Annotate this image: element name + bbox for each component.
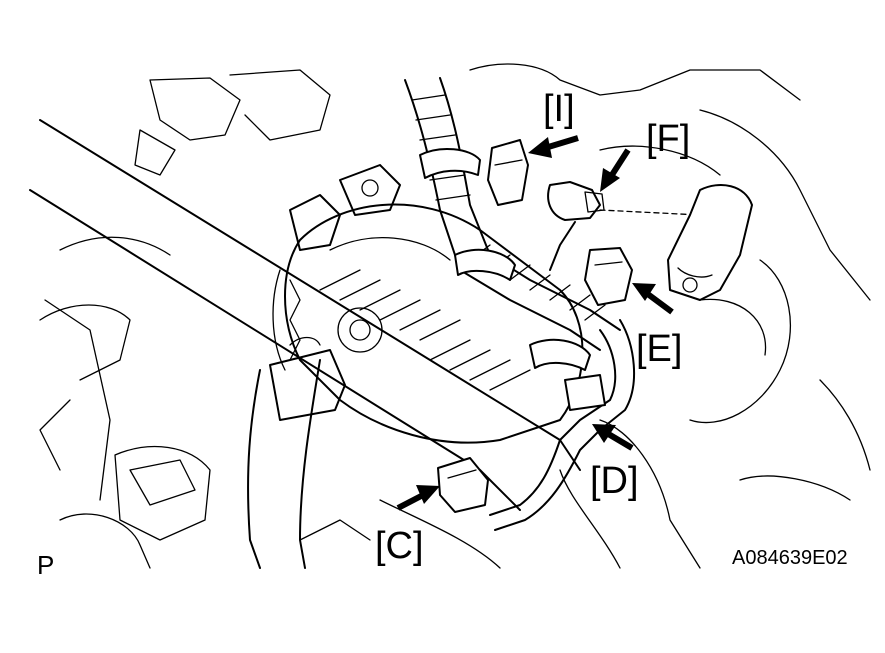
callout-f-label: [F] [646, 118, 691, 160]
arrow-to-connector-i [528, 135, 579, 158]
alternator [272, 164, 584, 444]
corner-letter: P [37, 550, 55, 580]
figure-id: A084639E02 [732, 547, 848, 569]
wire-harness [404, 77, 636, 531]
arrow-to-terminal-f [600, 148, 631, 192]
arrow-to-connector-e [632, 283, 674, 315]
connector-c [437, 457, 489, 513]
connector-e [584, 247, 633, 306]
arrow-to-connector-c [396, 485, 440, 511]
connector-i [487, 139, 529, 206]
background-engine-outlines [39, 63, 871, 569]
arrows [396, 135, 674, 511]
left-pipe-and-connector [247, 336, 346, 569]
callout-e-label: [E] [636, 328, 683, 370]
callout-i-label: [I] [543, 88, 575, 130]
arrow-to-connector-d [592, 424, 634, 451]
terminal-cap [667, 184, 753, 301]
terminal-f [547, 181, 701, 271]
callout-c-label: [C] [375, 525, 424, 567]
callout-d-label: [D] [590, 460, 639, 502]
